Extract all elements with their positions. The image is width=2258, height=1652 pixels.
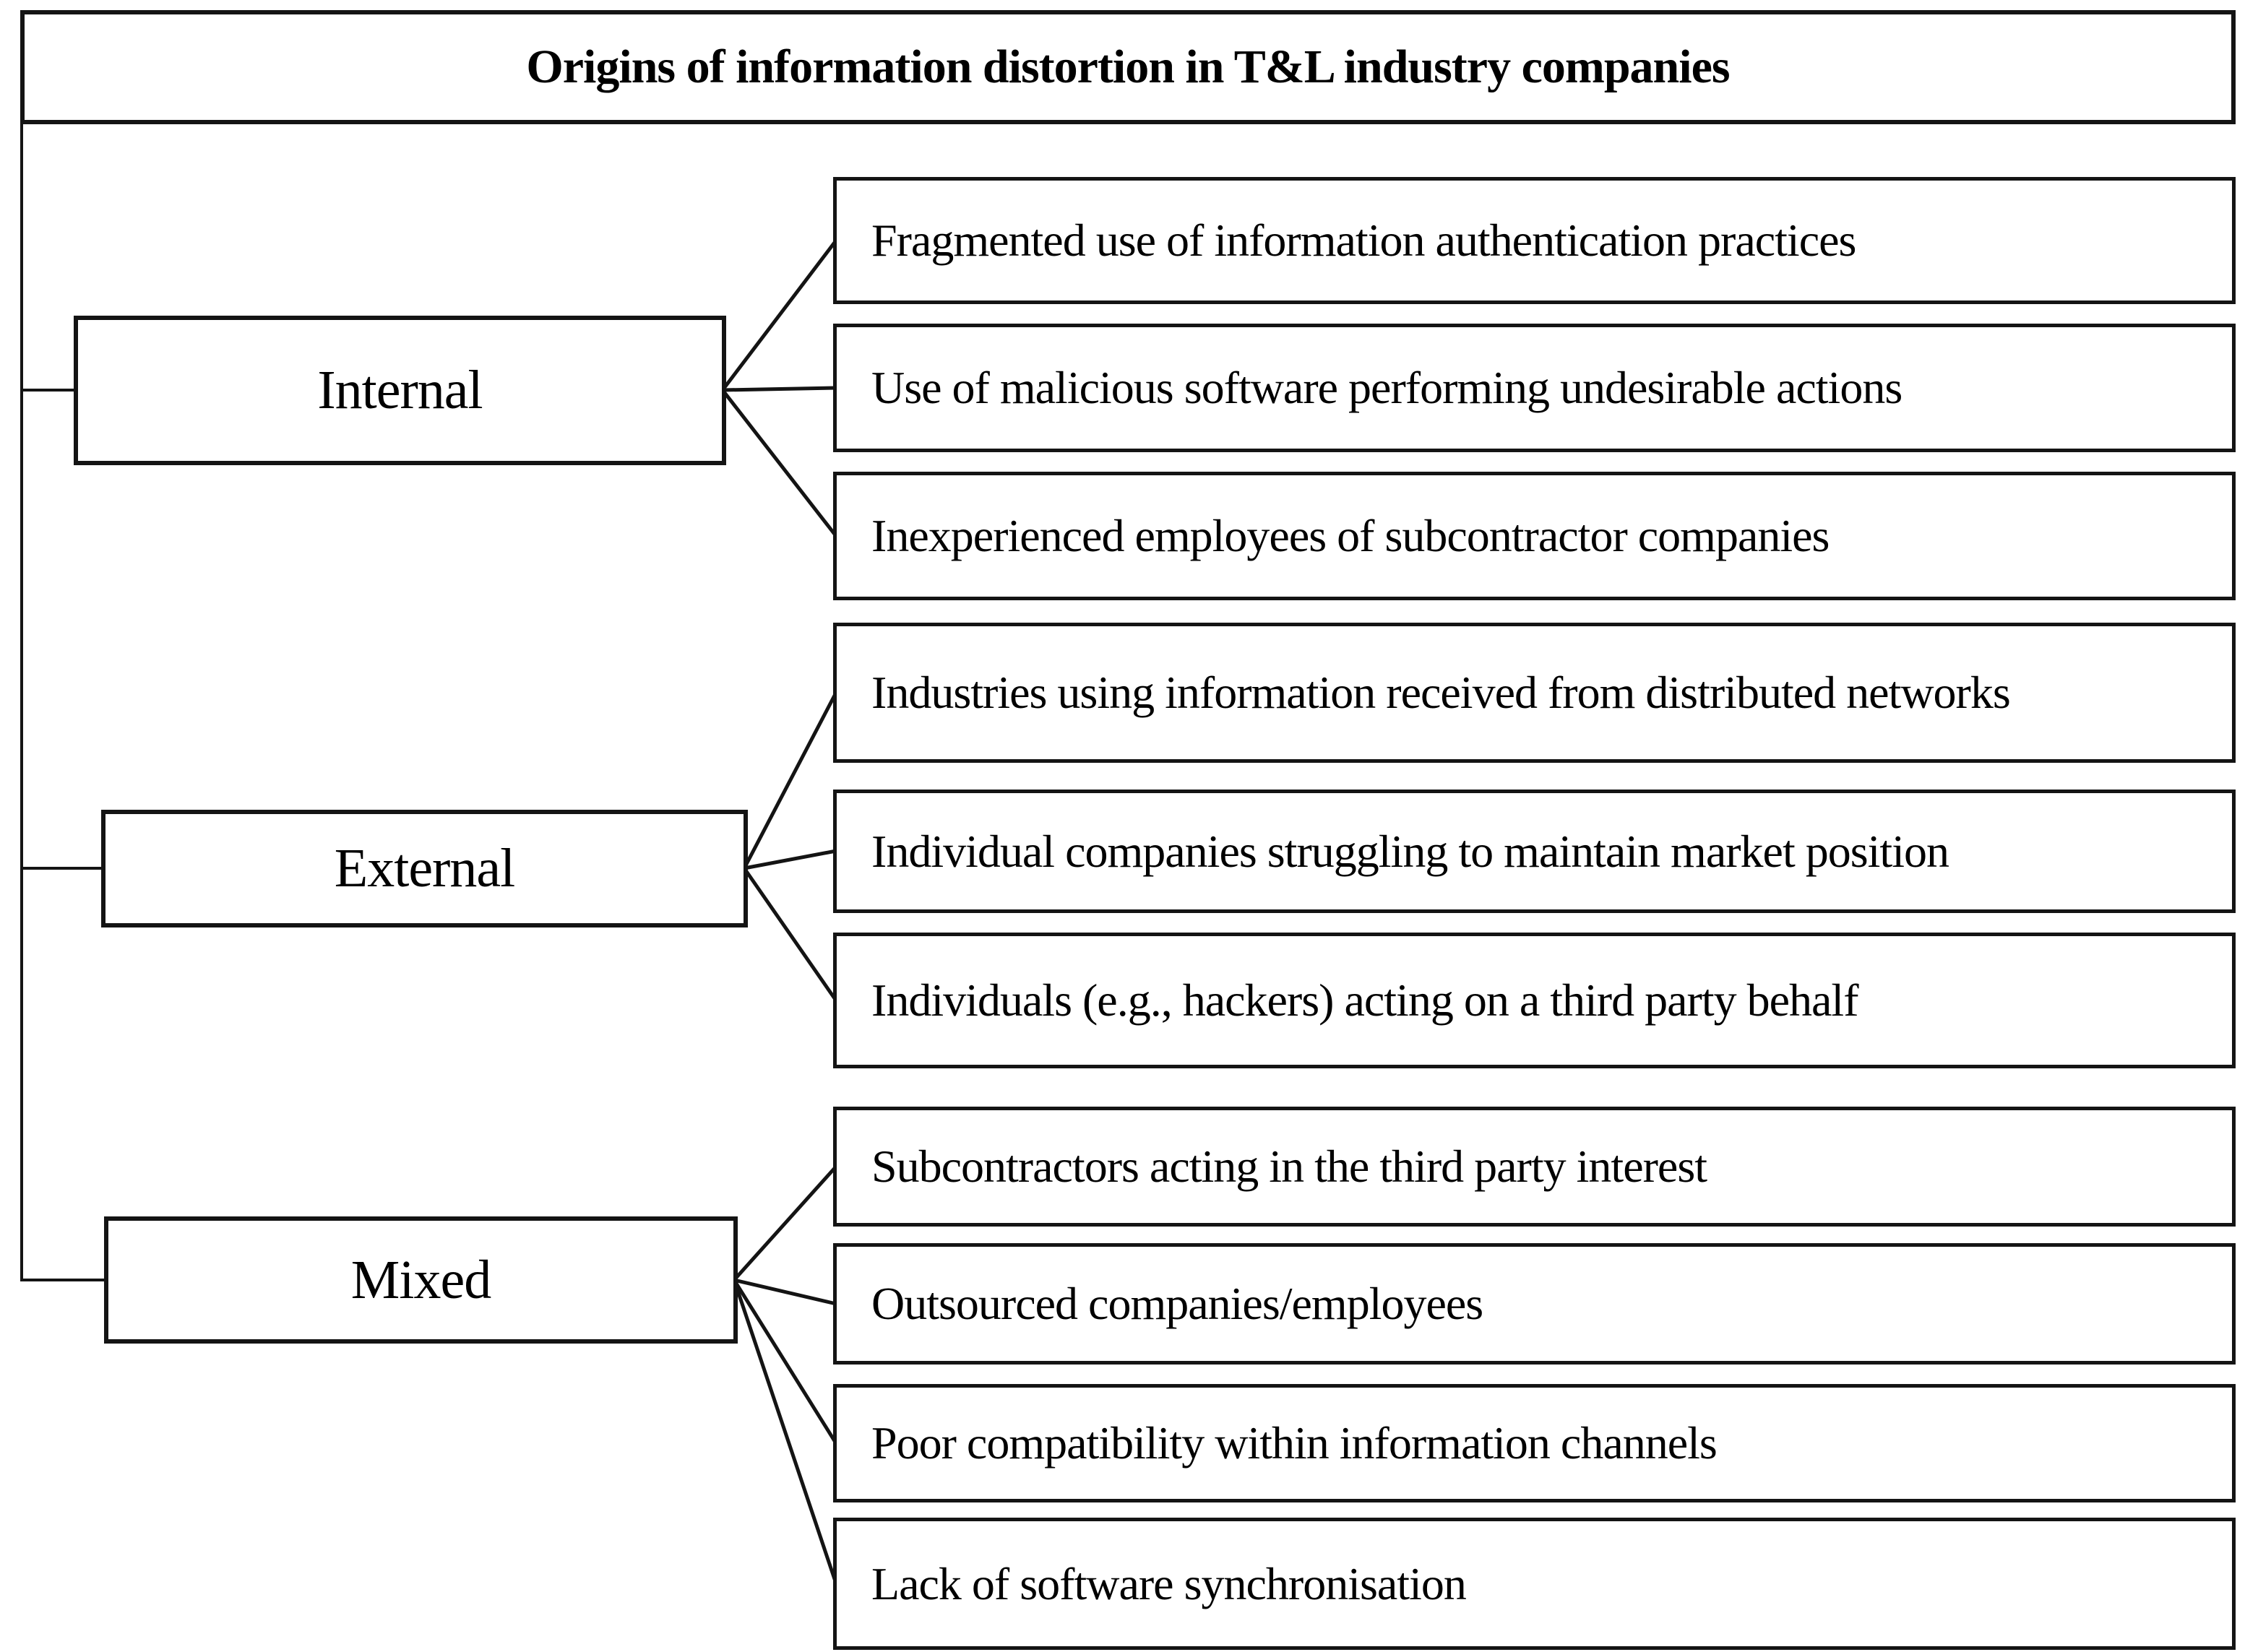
category-box-external: External — [101, 810, 748, 927]
item-text: Lack of software synchronisation — [871, 1557, 1467, 1609]
item-box-external-2: Individual companies struggling to maint… — [833, 790, 2236, 913]
item-text: Poor compatibility within information ch… — [871, 1417, 1718, 1469]
fan-line-internal-1 — [721, 239, 837, 392]
category-box-mixed: Mixed — [104, 1216, 738, 1344]
item-text: Use of malicious software performing und… — [871, 362, 1903, 413]
item-box-internal-3: Inexperienced employees of subcontractor… — [833, 472, 2236, 600]
fan-line-mixed-2 — [733, 1278, 837, 1306]
item-text: Subcontractors acting in the third party… — [871, 1141, 1707, 1192]
category-box-internal: Internal — [74, 316, 726, 465]
category-label-internal: Internal — [317, 360, 483, 420]
category-label-external: External — [334, 838, 515, 899]
item-box-mixed-2: Outsourced companies/employees — [833, 1243, 2236, 1365]
fan-line-internal-2 — [722, 386, 837, 392]
item-box-mixed-3: Poor compatibility within information ch… — [833, 1384, 2236, 1502]
item-text: Outsourced companies/employees — [871, 1278, 1483, 1329]
item-box-mixed-4: Lack of software synchronisation — [833, 1518, 2236, 1650]
fan-line-external-2 — [744, 849, 837, 870]
fan-line-mixed-4 — [732, 1279, 838, 1584]
fan-line-internal-3 — [721, 389, 837, 537]
item-box-external-1: Industries using information received fr… — [833, 623, 2236, 763]
item-text: Individuals (e.g., hackers) acting on a … — [871, 974, 1858, 1026]
item-box-internal-1: Fragmented use of information authentica… — [833, 177, 2236, 304]
figure-title: Origins of information distortion in T&L… — [526, 40, 1730, 93]
item-text: Fragmented use of information authentica… — [871, 215, 1856, 266]
item-box-mixed-1: Subcontractors acting in the third party… — [833, 1107, 2236, 1227]
item-box-external-3: Individuals (e.g., hackers) acting on a … — [833, 933, 2236, 1068]
fan-line-external-1 — [742, 691, 838, 870]
fan-line-external-3 — [742, 867, 838, 1002]
item-text: Individual companies struggling to maint… — [871, 825, 1949, 877]
fan-line-mixed-1 — [733, 1165, 837, 1281]
fan-line-mixed-3 — [732, 1279, 838, 1445]
item-text: Inexperienced employees of subcontractor… — [871, 510, 1830, 561]
item-text: Industries using information received fr… — [871, 667, 2011, 718]
item-box-internal-2: Use of malicious software performing und… — [833, 324, 2236, 452]
figure-title-box: Origins of information distortion in T&L… — [20, 10, 2236, 124]
category-label-mixed: Mixed — [350, 1249, 491, 1310]
